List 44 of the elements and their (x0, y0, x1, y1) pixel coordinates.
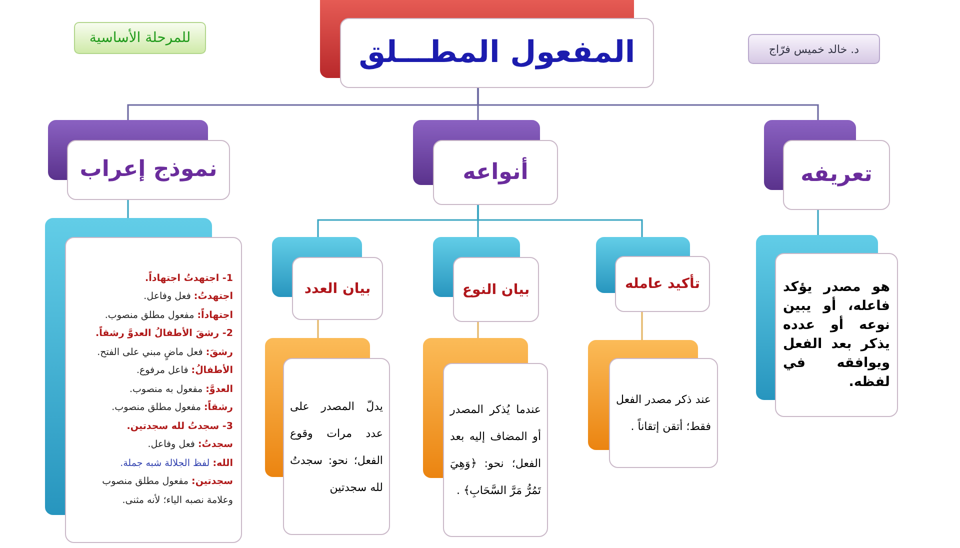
heading-card (413, 120, 558, 205)
note-card (423, 338, 548, 537)
title-card (320, 0, 654, 88)
example-line: رشقَ: فعل ماضٍ مبني على الفتح. (66, 344, 241, 362)
example-line: سجدتين: مفعول مطلق منصوب وعلامة نصبه الياء؛ لأنه مثنى. (101, 475, 234, 508)
title-text: المفعول المطـــلق (358, 34, 636, 72)
heading-card (764, 120, 890, 210)
note-text: يدلّ المصدر على عدد مرات وقوع الفعل؛ نحو: سجدتُ لله سجدتين (289, 398, 384, 496)
connector-line (317, 320, 319, 338)
author-tag: د. خالد خميس فرّاج (748, 34, 880, 64)
example-line: الأطفالُ: فاعل مرفوع. (135, 363, 234, 378)
heading-text: تعريفه (800, 161, 872, 189)
example-line: العدوَّ: مفعول به منصوب. (128, 382, 234, 397)
connector-line (127, 88, 479, 120)
subheading-card (272, 237, 383, 320)
subheading-text: بيان العدد (304, 280, 371, 298)
example-line: اجتهدتُ: فعل وفاعل. (142, 290, 234, 304)
example-line: رشقاً: مفعول مطلق منصوب. (110, 399, 234, 416)
example-line: 1- اجتهدتُ اجتهاداً. (144, 270, 234, 286)
subheading-text: تأكيد عامله (624, 274, 700, 294)
subheading-card (596, 237, 710, 312)
example-line: الله: لفظ الجلالة شبه جملة. (119, 456, 234, 471)
note-text: عند ذكر مصدر الفعل فقط؛ أتقن إتقاناً . (615, 392, 712, 435)
connector-line (317, 205, 479, 237)
heading-card (48, 120, 230, 200)
note-card (588, 340, 718, 468)
heading-text: نموذج إعراب (80, 156, 218, 184)
connector-line (641, 312, 643, 340)
example-card (45, 218, 242, 543)
definition-text: هو مصدر يؤكد فاعله، أو يبين نوعه أو عدده يذكر بعد الفعل ويوافقه في لفظه. (782, 278, 891, 392)
connector-line (127, 200, 129, 218)
connector-line (817, 210, 819, 235)
connector-line (477, 322, 479, 338)
level-tag: للمرحلة الأساسية (74, 22, 206, 54)
definition-card (756, 235, 898, 417)
example-line: سجدتُ: فعل وفاعل. (146, 438, 234, 452)
example-line: 3- سجدتُ لله سجدتين. (126, 420, 234, 434)
subheading-text: بيان النوع (462, 280, 530, 300)
note-text: عندما يُذكر المصدر أو المضاف إليه بعد الفعل؛ نحو: ﴿وَهِيَ تَمُرُّ مَرَّ السَّحَابِ﴾ . (448, 402, 542, 500)
example-line: اجتهاداً: مفعول مطلق منصوب. (104, 307, 234, 323)
example-line: 2- رشقَ الأطفالُ العدوَّ رشقاً. (94, 325, 234, 342)
subheading-card (433, 237, 539, 322)
note-card (265, 338, 390, 535)
heading-text: أنواعه (462, 158, 528, 188)
